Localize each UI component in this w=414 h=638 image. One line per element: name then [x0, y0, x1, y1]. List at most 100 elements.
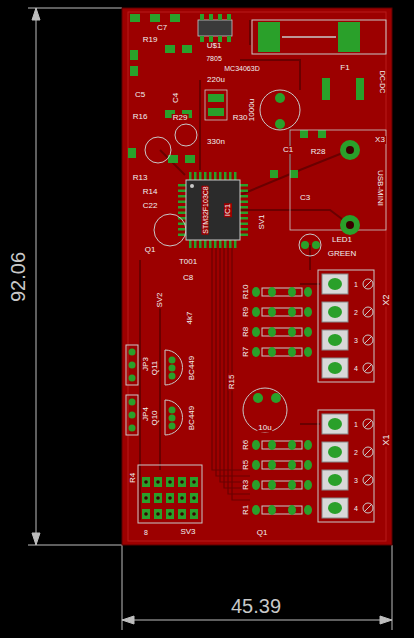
header-pads	[178, 493, 186, 503]
silkscreen-label: R28	[310, 148, 327, 156]
chip-pins	[200, 14, 204, 20]
terminal-blocks	[318, 270, 374, 522]
terminal-screws	[328, 362, 342, 374]
silkscreen-label: Q10	[151, 409, 159, 426]
chip-pins	[240, 234, 248, 237]
chip-pins	[178, 195, 186, 198]
chip-pins	[240, 217, 248, 220]
silkscreen-label: R14	[142, 188, 159, 196]
chip-pins	[219, 240, 222, 248]
copper-traces	[300, 283, 320, 285]
silkscreen-label: 4	[353, 365, 359, 372]
silkscreen-label: 7805	[205, 55, 223, 62]
terminal-blocks	[318, 410, 374, 522]
chip-pins	[224, 172, 227, 180]
silkscreen-label: 3	[353, 337, 359, 344]
fuse-holder	[282, 36, 336, 38]
transistor-pads	[129, 362, 136, 369]
resistor-rows	[268, 505, 276, 515]
copper-traces	[309, 245, 311, 270]
resistor-rows	[252, 307, 260, 317]
transistor-pads	[169, 373, 176, 380]
silkscreen-label: Q11	[151, 360, 159, 377]
resistor-rows	[288, 440, 296, 450]
dimension-label: 92.06	[8, 251, 28, 303]
silkscreen-label: BC449	[188, 405, 196, 431]
terminal-screws	[364, 476, 372, 484]
terminal-screws	[322, 442, 348, 462]
terminal-screws	[322, 358, 348, 378]
copper-traces	[228, 248, 250, 494]
terminal-screws	[364, 448, 372, 456]
transistor-pads	[169, 423, 176, 430]
led	[299, 234, 321, 256]
dimension-lines	[32, 8, 40, 20]
header-pads	[190, 493, 198, 503]
silkscreen-label: GREEN	[327, 250, 357, 258]
chip-pins	[200, 36, 204, 42]
silkscreen-label: R10	[242, 284, 250, 301]
resistor-rows	[304, 287, 312, 297]
header-pads	[156, 512, 160, 516]
transistors	[126, 345, 138, 385]
silkscreen-label: C8	[182, 274, 194, 282]
transistors	[165, 400, 183, 435]
silkscreen-label: 1	[353, 421, 359, 428]
resistor-rows	[268, 287, 276, 297]
resistor-rows	[262, 328, 302, 336]
header-pads	[168, 496, 172, 500]
top-left-smd	[128, 148, 136, 158]
silkscreen-label: 1000u	[248, 98, 256, 122]
header-pads	[190, 477, 198, 487]
header-pads	[166, 477, 174, 487]
header-pads	[180, 512, 184, 516]
header-pads	[178, 477, 186, 487]
terminal-screws	[363, 307, 373, 317]
terminal-blocks	[318, 270, 374, 382]
chip-pins	[219, 172, 222, 180]
top-left-smd	[318, 130, 326, 138]
silkscreen-label: DC-DC	[379, 70, 386, 95]
chip-pins	[199, 172, 202, 180]
silkscreen-label: C3	[299, 194, 311, 202]
resistor-rows	[268, 327, 276, 337]
led	[301, 241, 309, 249]
top-left-smd	[130, 66, 138, 76]
chip-pins	[178, 184, 186, 187]
silkscreen-label: Q1	[144, 246, 157, 254]
board-outline	[128, 12, 386, 541]
electrolytic-caps	[145, 137, 171, 163]
silkscreen-label: R29	[172, 114, 189, 122]
top-left-smd	[270, 170, 278, 178]
resistor-rows	[304, 460, 312, 470]
dimension-lines	[28, 8, 392, 630]
top-left-smd	[130, 14, 140, 22]
header-pads	[166, 509, 174, 519]
regulator-chip	[205, 90, 227, 120]
terminal-screws	[322, 414, 348, 434]
usb-connector	[290, 130, 386, 235]
chip-pins	[194, 172, 197, 180]
silkscreen-label: R3	[242, 479, 250, 491]
silkscreen-label: R16	[132, 113, 149, 121]
transistor-pads	[129, 349, 176, 432]
resistor-rows	[262, 506, 302, 514]
resistor-rows	[268, 307, 276, 317]
electrolytic-caps	[154, 214, 186, 246]
resistor-rows	[252, 505, 260, 515]
chip-pins	[240, 195, 248, 198]
terminal-screws	[322, 470, 348, 490]
usb-connector	[340, 140, 360, 160]
top-left-smd	[130, 50, 138, 60]
dimension-lines	[380, 616, 392, 624]
dimension-label: 45.39	[230, 596, 282, 616]
terminal-screws	[363, 503, 373, 513]
header-pads	[168, 480, 172, 484]
terminal-screws	[328, 278, 342, 290]
copper-traces	[216, 248, 250, 476]
top-left-smd	[150, 14, 160, 22]
silkscreen-label: 4	[353, 505, 359, 512]
resistor-rows	[268, 440, 276, 450]
terminal-screws	[364, 504, 372, 512]
